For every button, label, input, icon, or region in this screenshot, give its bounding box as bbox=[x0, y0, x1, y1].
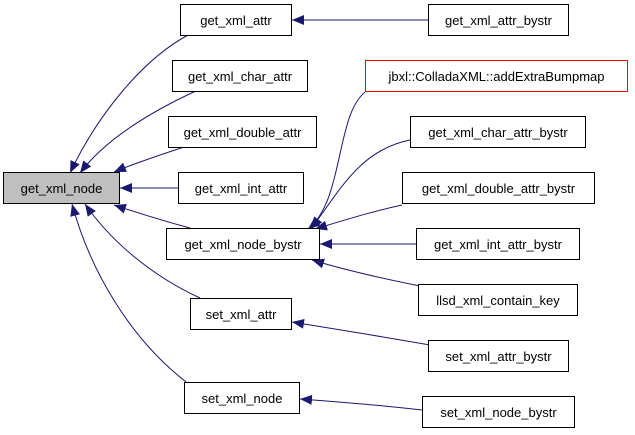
edge-add-extra-bumpmap-to-get-xml-node-bystr bbox=[307, 89, 369, 230]
node-set-xml-node[interactable]: set_xml_node bbox=[184, 382, 300, 414]
node-get-xml-attr-bystr[interactable]: get_xml_attr_bystr bbox=[428, 4, 569, 36]
node-set-xml-attr-bystr[interactable]: set_xml_attr_bystr bbox=[428, 340, 569, 372]
node-get-xml-attr[interactable]: get_xml_attr bbox=[180, 4, 292, 36]
node-llsd-xml-contain-key[interactable]: llsd_xml_contain_key bbox=[418, 284, 578, 316]
edge-set-xml-attr-bystr-to-set-xml-attr bbox=[291, 318, 431, 346]
edge-set-xml-node-bystr-to-set-xml-node bbox=[299, 394, 423, 411]
node-set-xml-attr[interactable]: set_xml_attr bbox=[190, 298, 292, 330]
node-get-xml-double-attr-bystr[interactable]: get_xml_double_attr_bystr bbox=[402, 172, 595, 204]
edge-get-xml-double-attr-to-get-xml-node bbox=[113, 144, 191, 173]
node-set-xml-node-bystr[interactable]: set_xml_node_bystr bbox=[422, 396, 575, 428]
edge-set-xml-node-to-get-xml-node bbox=[70, 203, 191, 386]
node-get-xml-double-attr[interactable]: get_xml_double_attr bbox=[168, 116, 317, 148]
node-get-xml-int-attr-bystr[interactable]: get_xml_int_attr_bystr bbox=[416, 228, 580, 260]
node-get-xml-int-attr[interactable]: get_xml_int_attr bbox=[178, 172, 304, 204]
edge-get-xml-char-attr-to-get-xml-node bbox=[79, 89, 199, 174]
edge-llsd-xml-contain-key-to-get-xml-node-bystr bbox=[311, 258, 421, 287]
node-get-xml-char-attr[interactable]: get_xml_char_attr bbox=[172, 60, 308, 92]
node-jbxl-collada-xml-add-extra-bumpmap[interactable]: jbxl::ColladaXML::addExtraBumpmap bbox=[365, 60, 628, 92]
node-get-xml-node: get_xml_node bbox=[3, 172, 120, 204]
edge-get-xml-node-bystr-to-get-xml-node bbox=[113, 204, 191, 229]
edge-get-xml-double-attr-bystr-to-get-xml-node-bystr bbox=[314, 204, 403, 231]
node-get-xml-char-attr-bystr[interactable]: get_xml_char_attr_bystr bbox=[410, 116, 586, 148]
edge-get-xml-char-attr-bystr-to-get-xml-node-bystr bbox=[310, 139, 411, 230]
edge-get-xml-attr-to-get-xml-node bbox=[69, 33, 191, 174]
edge-set-xml-attr-to-get-xml-node bbox=[84, 203, 201, 299]
node-get-xml-node-bystr[interactable]: get_xml_node_bystr bbox=[166, 228, 320, 260]
